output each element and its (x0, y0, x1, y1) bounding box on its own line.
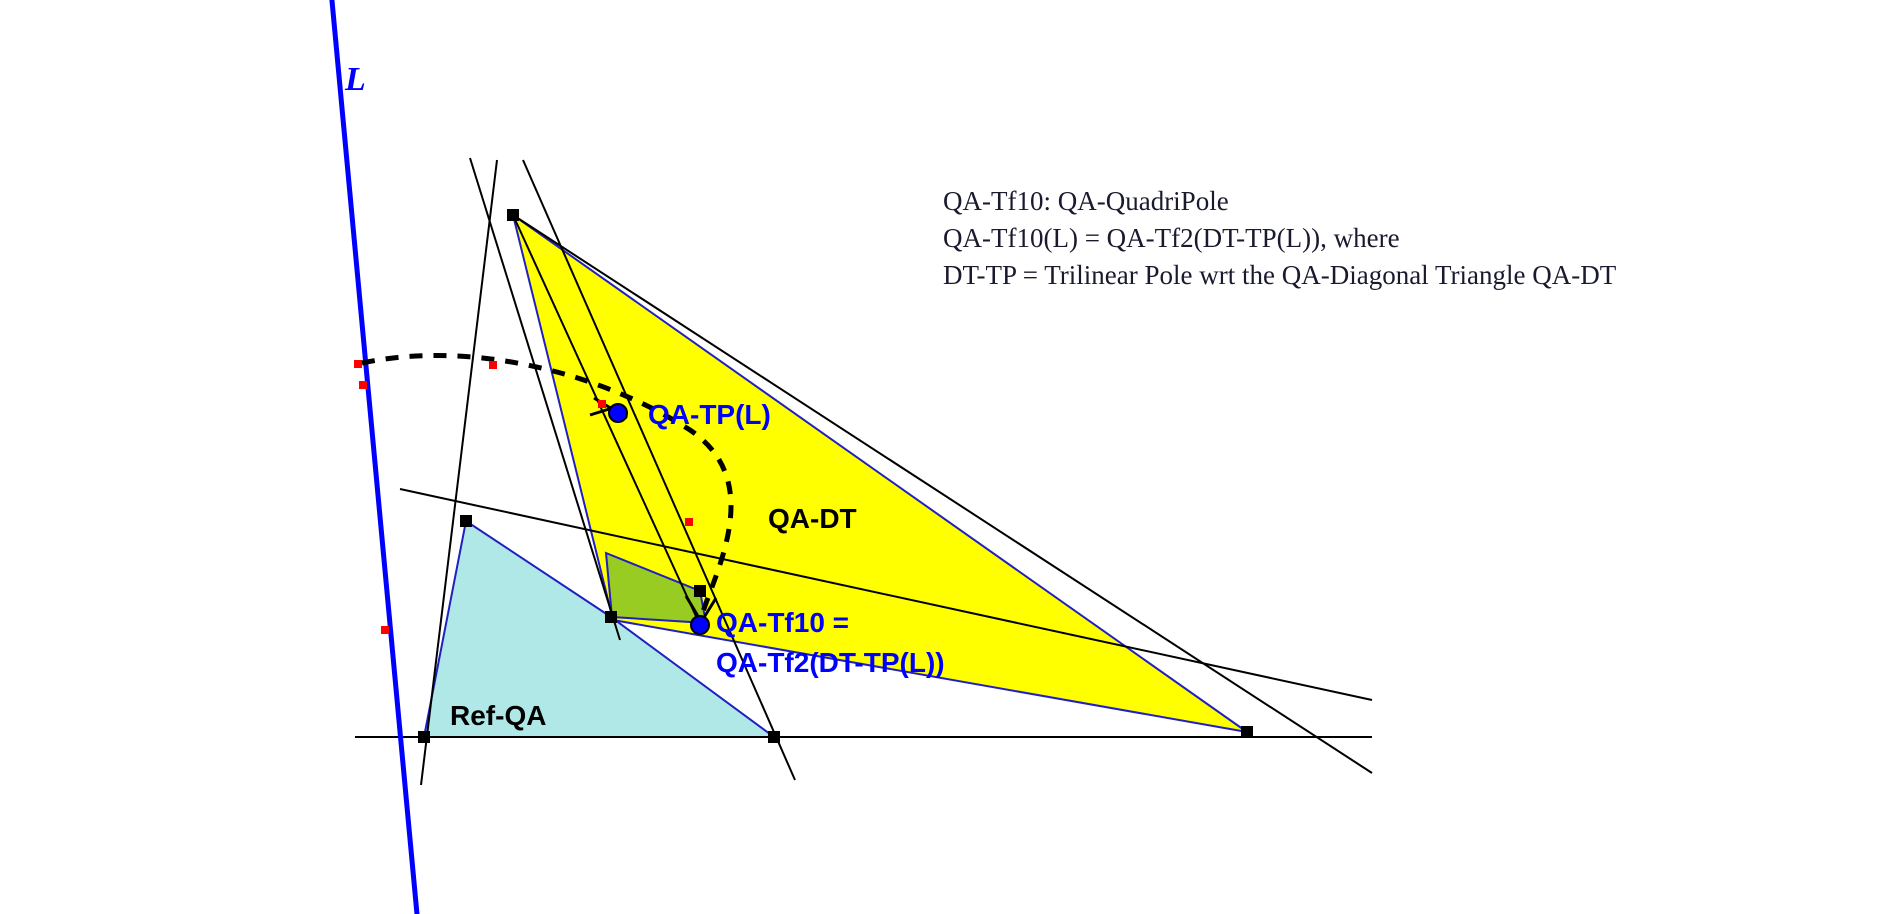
dashed-conic-curve (361, 353, 734, 623)
point-quad-bottom-left (418, 731, 430, 743)
point-conic-lower (685, 518, 693, 526)
blue-dot-points-group (608, 403, 710, 635)
point-L-mid (359, 381, 367, 389)
point-apex (507, 209, 519, 221)
red-square-points-group (354, 360, 693, 634)
qa-tf10-label-line1: QA-Tf10 = (716, 607, 849, 638)
point-qa-tf10-point (690, 615, 710, 635)
construction-lines-group (399, 157, 1373, 786)
construction-line-apex-to-tf10 (512, 214, 701, 626)
point-quad-top-left (460, 515, 472, 527)
point-dt-edge-point (694, 585, 706, 597)
construction-line-apex-up-right (522, 159, 796, 781)
point-quad-bottom-right (768, 731, 780, 743)
construction-line-cross-left-up (469, 157, 621, 641)
construction-line-diag-through-quad (399, 488, 1373, 701)
point-L-upper (354, 360, 362, 368)
line-L-label: L (344, 61, 366, 98)
point-conic-upper (489, 361, 497, 369)
note-line-1: QA-Tf10: QA-QuadriPole (943, 186, 1229, 216)
qa-tf10-label-line2: QA-Tf2(DT-TP(L)) (716, 647, 945, 678)
point-conic-near-tp (598, 400, 606, 408)
ref-qa-label: Ref-QA (450, 700, 546, 731)
point-qa-tp-l-point (608, 403, 628, 423)
note-line-2: QA-Tf10(L) = QA-Tf2(DT-TP(L)), where (943, 223, 1400, 253)
construction-line-apex-to-right-vertex (512, 214, 1373, 774)
qa-dt-label: QA-DT (768, 503, 857, 534)
construction-line-apex-down-left (420, 159, 498, 786)
black-square-points-group (418, 209, 1253, 743)
note-line-3: DT-TP = Trilinear Pole wrt the QA-Diagon… (943, 260, 1617, 290)
point-quad-inner (605, 611, 617, 623)
point-right-vertex (1241, 726, 1253, 738)
point-L-lower (381, 626, 389, 634)
qa-tp-l-label: QA-TP(L) (648, 399, 771, 430)
line-L (329, 0, 420, 914)
